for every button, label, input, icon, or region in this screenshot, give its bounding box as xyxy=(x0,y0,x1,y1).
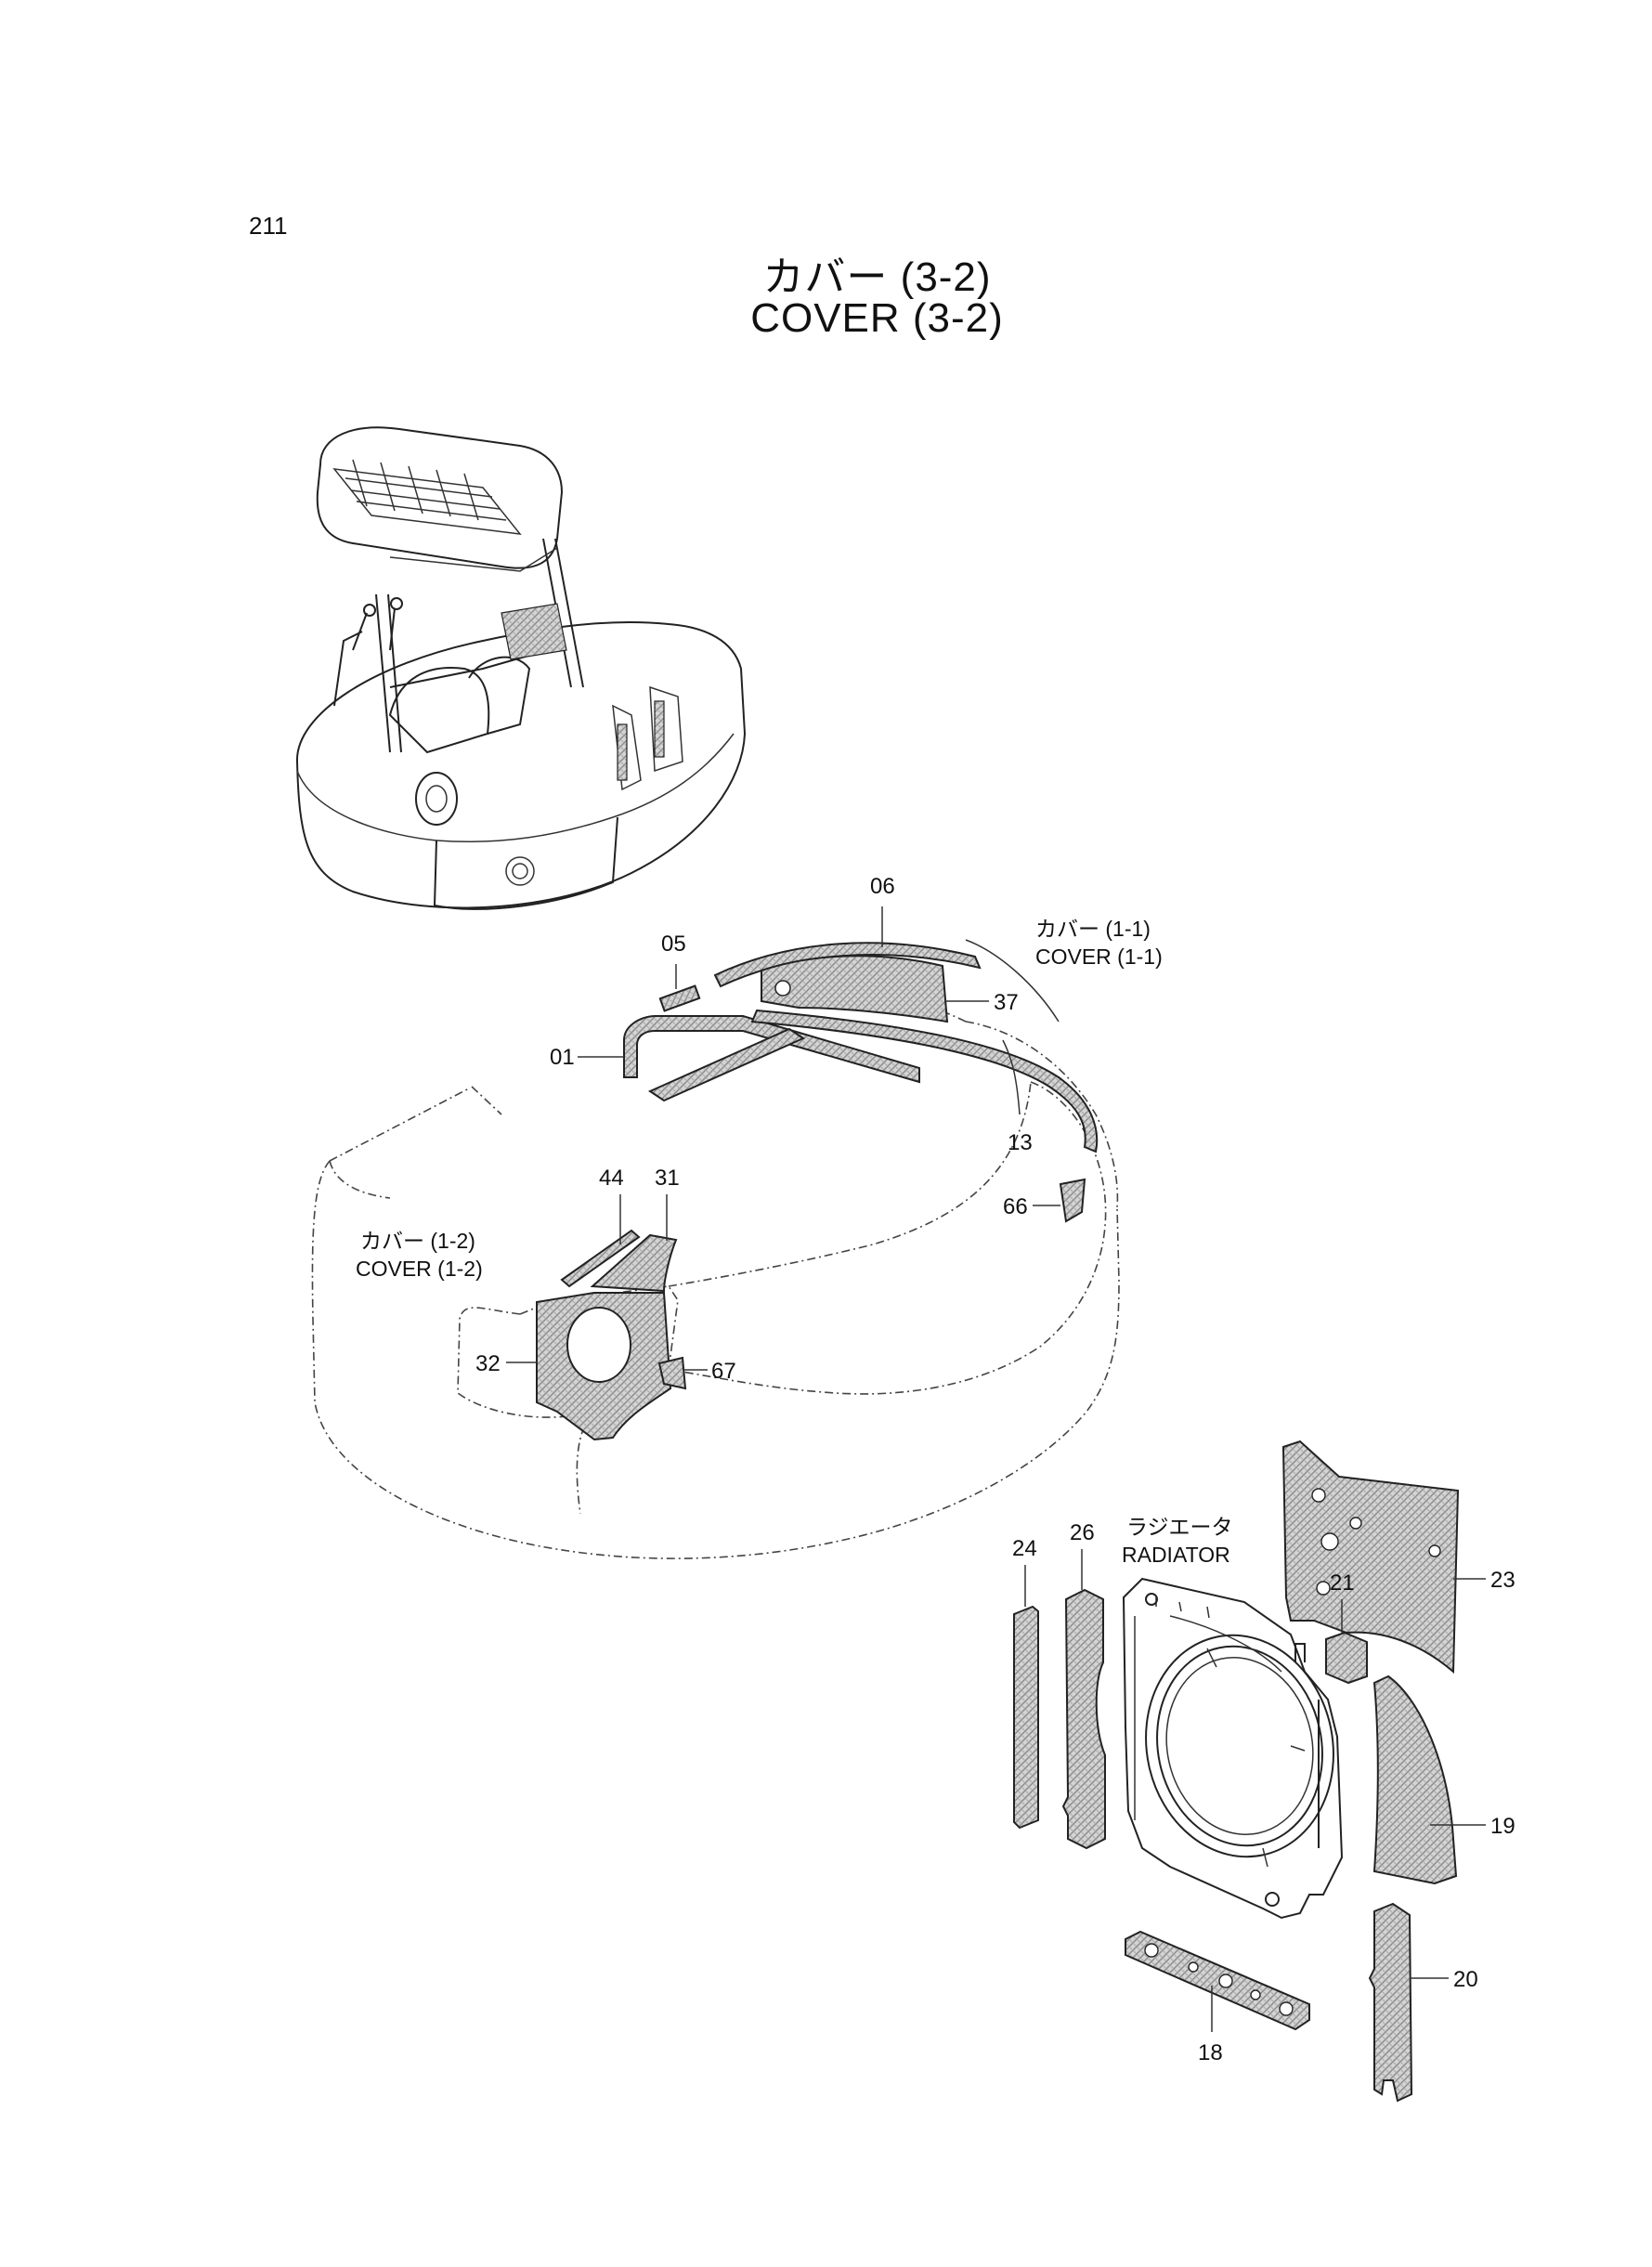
part-67-block xyxy=(657,1356,687,1390)
callout-05: 05 xyxy=(661,932,686,957)
part-21-block xyxy=(1325,1631,1368,1685)
page-title-english: COVER (3-2) xyxy=(750,295,1004,341)
part-18-hole-2 xyxy=(1188,1961,1199,1973)
reference-radiator-ja: ラジエータ xyxy=(1126,1515,1233,1539)
part-01-edging xyxy=(623,1015,920,1102)
part-26-strip xyxy=(1061,1588,1106,1850)
callout-01: 01 xyxy=(550,1045,575,1070)
part-32-hole xyxy=(566,1307,631,1383)
part-18-hole-5 xyxy=(1279,2001,1294,2016)
part-23-plate xyxy=(1282,1440,1460,1674)
page-title-japanese: カバー (3-2) xyxy=(762,254,992,300)
part-23-hole-1 xyxy=(1311,1488,1326,1503)
reference-cover-1-1-ja: カバー (1-1) xyxy=(1035,917,1151,941)
callout-67: 67 xyxy=(711,1359,736,1384)
callout-19: 19 xyxy=(1490,1814,1515,1839)
callout-66: 66 xyxy=(1003,1194,1028,1219)
callout-31: 31 xyxy=(655,1166,680,1191)
leader-lines xyxy=(506,906,1486,2032)
callout-26: 26 xyxy=(1070,1520,1095,1545)
callout-21: 21 xyxy=(1330,1570,1355,1596)
part-23-hole-3 xyxy=(1349,1517,1362,1530)
reference-radiator-en: RADIATOR xyxy=(1122,1543,1230,1567)
part-37-plate xyxy=(761,955,949,1023)
machine-overview-illustration xyxy=(295,426,747,910)
reference-cover-1-1-en: COVER (1-1) xyxy=(1035,945,1163,969)
radiator-illustration xyxy=(1122,1577,1344,1920)
reference-cover-1-2-en: COVER (1-2) xyxy=(356,1257,483,1281)
part-24-strip xyxy=(1013,1605,1039,1830)
callout-06: 06 xyxy=(870,874,895,899)
part-23-hole-5 xyxy=(1428,1544,1441,1557)
part-66-block xyxy=(1059,1178,1086,1223)
part-19-plate xyxy=(1372,1674,1458,1885)
part-18-bar xyxy=(1125,1930,1310,2031)
part-23-hole-2 xyxy=(1320,1532,1339,1551)
part-37-hole xyxy=(774,980,791,997)
callout-32: 32 xyxy=(475,1351,501,1376)
callout-18: 18 xyxy=(1198,2040,1223,2065)
part-18-hole-4 xyxy=(1250,1989,1261,2000)
callout-20: 20 xyxy=(1453,1967,1478,1992)
part-18-hole-1 xyxy=(1144,1943,1159,1958)
part-18-hole-3 xyxy=(1218,1974,1233,1988)
page-number: 211 xyxy=(249,212,288,240)
part-13-edging xyxy=(750,1009,1099,1153)
callout-44: 44 xyxy=(599,1166,624,1191)
callout-24: 24 xyxy=(1012,1536,1037,1561)
callout-23: 23 xyxy=(1490,1568,1515,1593)
part-23-hole-4 xyxy=(1316,1581,1331,1596)
callout-13: 13 xyxy=(1008,1130,1033,1155)
part-05-block xyxy=(658,984,701,1012)
part-20-strip xyxy=(1368,1902,1413,2103)
part-31-plate xyxy=(590,1233,678,1293)
callout-37: 37 xyxy=(994,990,1019,1015)
reference-cover-1-2-ja: カバー (1-2) xyxy=(360,1229,475,1253)
